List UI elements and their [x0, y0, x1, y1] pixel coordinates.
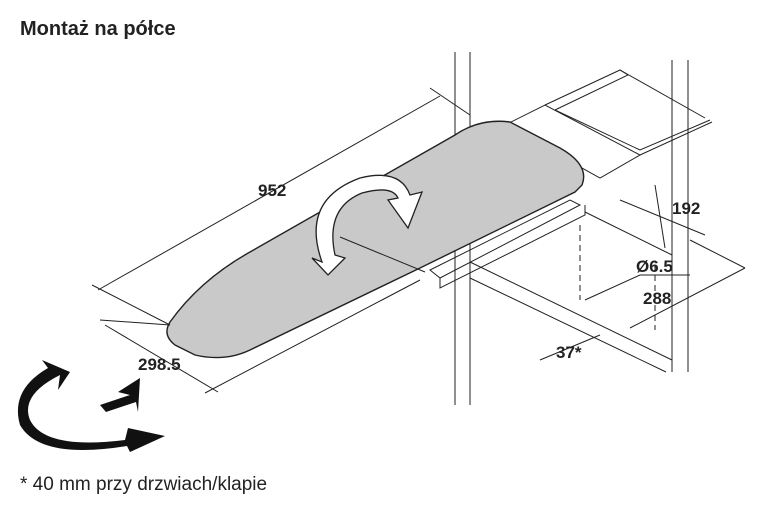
footnote: * 40 mm przy drzwiach/klapie: [20, 474, 268, 495]
rotate-arrows-icon: [17, 360, 165, 452]
dim-board-length: 952: [258, 181, 286, 200]
pull-out-rails: [429, 69, 713, 289]
dim-hole-diameter: Ø6.5: [636, 257, 673, 276]
dimension-298-5: 298.5: [99, 279, 421, 394]
right-dimensions: 192 Ø6.5 288 37*: [539, 184, 746, 362]
fold-arrow-icon: [311, 174, 424, 276]
dimension-952: 952: [91, 87, 471, 326]
ironing-board: [166, 120, 585, 359]
board-hinge-line: [339, 236, 426, 273]
shelf: [469, 211, 673, 373]
dim-depth: 288: [643, 289, 671, 308]
diagram-title: Montaż na półce: [20, 18, 176, 40]
dim-rail-offset: 192: [672, 199, 700, 218]
dim-shelf-thickness: 37*: [556, 343, 582, 362]
dim-board-width: 298.5: [138, 355, 181, 374]
